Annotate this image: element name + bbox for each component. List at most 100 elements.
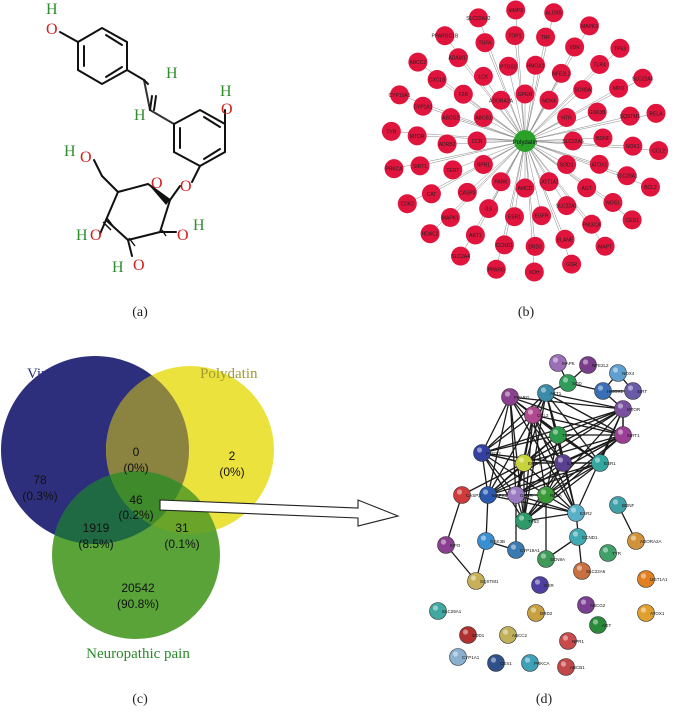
network-target-label: PARK	[494, 180, 508, 186]
ppi-node-highlight	[530, 607, 537, 613]
ppi-edge	[515, 462, 564, 496]
network-target-node	[595, 236, 615, 256]
ppi-edge	[487, 396, 511, 496]
ppi-node-highlight	[504, 391, 511, 397]
ppi-edge	[509, 396, 577, 514]
ppi-node	[569, 528, 587, 546]
network-target-node	[443, 160, 463, 180]
network-target-label: BDNF	[596, 136, 610, 142]
ppi-node-label: ABCG2	[590, 603, 606, 608]
network-target-node	[539, 90, 559, 110]
network-edge	[450, 140, 526, 218]
ppi-node-label: ESR2	[580, 511, 592, 516]
ppi-node-highlight	[502, 629, 509, 635]
network-target-label: TLR4	[594, 62, 606, 68]
network-target-node	[435, 26, 455, 46]
network-target-label: SLC2A4	[451, 254, 470, 260]
ppi-node-label: CES1	[500, 661, 512, 666]
ppi-node-label: ABCB1	[570, 665, 585, 670]
network-target-node	[475, 33, 495, 53]
network-target-node	[587, 102, 607, 122]
venn-n-only-pct: (90.8%)	[117, 597, 159, 611]
ppi-node-label: PRKCA	[534, 661, 550, 666]
ppi-node-label: ESR1	[604, 461, 616, 466]
ppi-node	[429, 602, 447, 620]
network-edge	[524, 115, 631, 142]
ppi-node	[515, 454, 533, 472]
network-target-node	[506, 0, 526, 20]
network-target-node	[557, 107, 577, 127]
ppi-node	[507, 541, 525, 559]
network-target-label: ABCB1	[475, 115, 492, 121]
network-target-label: PTGS2	[500, 64, 517, 70]
network-target-label: CCR	[472, 139, 483, 145]
network-target-label: TGFA	[478, 41, 492, 47]
network-target-node	[491, 172, 511, 192]
network-center-label: Polydatin	[513, 140, 538, 146]
network-target-node	[468, 8, 488, 28]
ppi-node-highlight	[557, 457, 564, 463]
atom-o: O	[180, 178, 192, 195]
atom-o: O	[46, 21, 58, 38]
ppi-node-label: HMOX1	[607, 389, 624, 394]
network-target-node	[544, 3, 564, 23]
ppi-node-label: ABCC2	[512, 633, 528, 638]
network-target-node	[551, 63, 571, 83]
ppi-node-highlight	[592, 619, 599, 625]
ppi-node	[527, 604, 545, 622]
ppi-edge	[487, 494, 577, 514]
ppi-node-label: CASP3	[466, 493, 481, 498]
ppi-node	[524, 406, 542, 424]
ppi-node-label: RELA	[550, 493, 562, 498]
network-target-node	[473, 155, 493, 175]
ppi-node	[537, 486, 555, 504]
network-target-label: CXCL8	[429, 78, 445, 84]
ppi-node-label: EGFR	[528, 461, 541, 466]
network-target-label: TOP1	[508, 34, 521, 40]
ppi-node-highlight	[510, 544, 517, 550]
ppi-node-highlight	[534, 579, 541, 585]
ppi-node-highlight	[510, 489, 517, 495]
network-target-label: MPO	[613, 86, 625, 92]
network-target-node	[589, 154, 609, 174]
ppi-node	[627, 532, 645, 550]
ppi-node-highlight	[640, 607, 647, 613]
network-target-label: AKT1	[469, 233, 482, 239]
network-target-node	[467, 131, 487, 151]
network-edge	[467, 140, 526, 193]
ppi-node-label: CYP19A1	[520, 548, 540, 553]
ppi-node-label: PPARG	[514, 395, 530, 400]
network-target-node	[427, 70, 447, 90]
ppi-edge	[509, 396, 517, 496]
ppi-node-label: NPR1	[572, 639, 585, 644]
network-target-node	[421, 184, 441, 204]
caption-a: (a)	[132, 305, 148, 320]
ppi-node-label: GSK3B	[490, 539, 505, 544]
venn-all-count: 46	[129, 493, 143, 507]
ppi-edge	[461, 462, 525, 496]
network-target-label: BCL2	[644, 185, 657, 191]
ppi-node	[515, 512, 533, 530]
ppi-edge	[523, 392, 547, 522]
phenol-ring	[77, 26, 128, 86]
network-target-node	[603, 192, 623, 212]
atom-h: H	[134, 107, 146, 124]
atom-h: H	[166, 65, 178, 82]
ppi-node-label: SLC29A1	[442, 609, 462, 614]
network-target-node	[573, 80, 593, 100]
network-target-label: TNF	[541, 35, 551, 41]
network-edge	[419, 140, 526, 167]
network-target-label: NPR1	[477, 163, 491, 169]
network-target-node	[623, 136, 643, 156]
ppi-node	[559, 632, 577, 650]
ppi-node-label: GSR	[544, 583, 555, 588]
network-target-label: ELANE	[557, 237, 574, 243]
network-target-node	[633, 68, 653, 88]
ppi-edge	[481, 452, 547, 496]
network-target-node	[579, 16, 599, 36]
ppi-node	[459, 626, 477, 644]
network-target-label: PPARG	[488, 267, 505, 273]
network-target-node	[593, 128, 613, 148]
network-edge	[524, 140, 542, 216]
